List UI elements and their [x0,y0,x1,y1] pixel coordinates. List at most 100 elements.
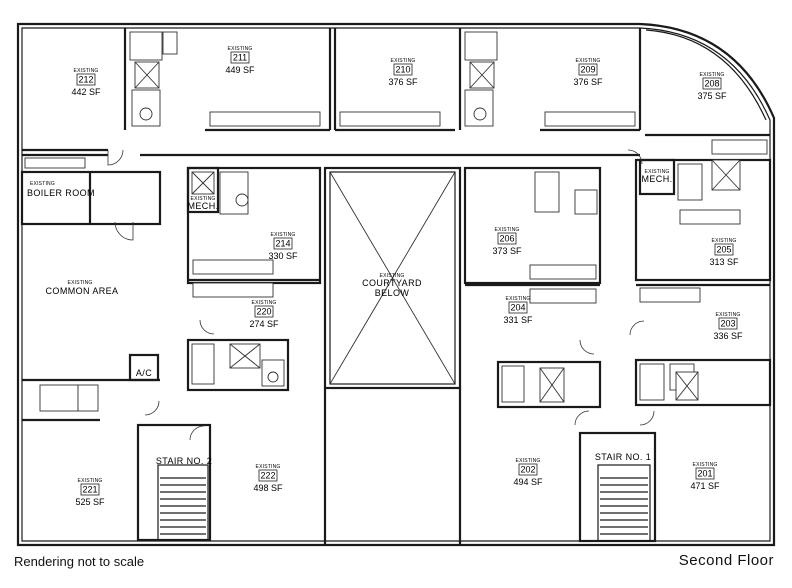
room-number: 208 [704,79,719,89]
room-number-box [273,237,293,250]
room-number-box [702,77,722,90]
room-number: 220 [256,307,271,317]
room-number-box [518,463,538,476]
room-number: 204 [510,303,525,313]
center-left-walls [186,166,322,392]
left-block-walls [20,170,162,422]
room-existing-tag: EXISTING [716,312,741,318]
room-number-box [497,232,517,245]
courtyard-label-line2: BELOW [375,288,410,298]
space-labels: EXISTING BOILER ROOM EXISTING COMMON ARE… [27,169,673,466]
mech-right-tag: EXISTING [645,169,670,175]
room-area: 449 SF [225,65,255,75]
ac-label: A/C [136,368,152,378]
room-number-box [254,305,274,318]
boiler-room-tag: EXISTING [30,181,55,187]
room-existing-tag: EXISTING [256,464,281,470]
room-existing-tag: EXISTING [693,462,718,468]
floor-name: Second Floor [678,552,774,569]
common-area-label: COMMON AREA [46,286,119,296]
room-existing-tag: EXISTING [495,227,520,233]
room-existing-tag: EXISTING [78,478,103,484]
stair-2-label: STAIR NO. 2 [156,456,212,466]
room-number: 211 [233,53,247,63]
room-number-box [718,317,738,330]
mech-left-label: MECH. [188,201,219,211]
right-block-walls [634,158,772,407]
courtyard [323,166,462,545]
room-number-box [393,63,413,76]
room-number-box [230,51,250,64]
room-number: 202 [520,465,535,475]
room-number: 201 [697,469,712,479]
room-number-box [80,483,100,496]
room-existing-tag: EXISTING [576,58,601,64]
room-area: 375 SF [697,91,727,101]
room-number: 210 [395,65,410,75]
room-existing-tag: EXISTING [700,72,725,78]
room-number-box [714,243,734,256]
bathroom-fixtures-top [24,31,768,169]
room-number: 205 [716,245,731,255]
room-area: 313 SF [709,257,739,267]
room-area: 336 SF [713,331,743,341]
courtyard-label-line1: COURTYARD [362,278,422,288]
room-existing-tag: EXISTING [74,68,99,74]
boiler-room-label: BOILER ROOM [27,188,95,198]
room-area: 376 SF [573,77,603,87]
mech-left-tag: EXISTING [191,196,216,202]
room-number: 212 [78,75,93,85]
room-area: 373 SF [492,246,522,256]
room-number: 209 [580,65,595,75]
room-existing-tag: EXISTING [252,300,277,306]
room-area: 274 SF [249,319,279,329]
mech-right-label: MECH. [642,174,673,184]
room-area: 442 SF [71,87,101,97]
room-number: 221 [82,485,97,495]
room-area: 331 SF [503,315,533,325]
room-existing-tag: EXISTING [391,58,416,64]
room-area: 494 SF [513,477,543,487]
stair-1-label: STAIR NO. 1 [595,452,651,462]
room-existing-tag: EXISTING [271,232,296,238]
top-row-walls [22,28,770,157]
room-area: 330 SF [268,251,298,261]
room-area: 471 SF [690,481,720,491]
room-number-box [578,63,598,76]
room-area: 376 SF [388,77,418,87]
stair-2 [136,423,212,542]
scale-note: Rendering not to scale [14,554,145,569]
room-existing-tag: EXISTING [228,46,253,52]
room-area: 498 SF [253,483,283,493]
room-existing-tag: EXISTING [712,238,737,244]
room-number: 222 [260,471,275,481]
room-number: 214 [275,239,290,249]
room-number-box [258,469,278,482]
door-swings [107,149,655,441]
exterior-walls [16,22,776,547]
room-number: 203 [720,319,735,329]
common-area-tag: EXISTING [68,280,93,286]
center-right-walls [463,166,602,409]
room-number-box [508,301,528,314]
stair-1 [578,431,657,543]
room-area: 525 SF [75,497,105,507]
room-number-box [76,73,96,86]
room-existing-tag: EXISTING [506,296,531,302]
